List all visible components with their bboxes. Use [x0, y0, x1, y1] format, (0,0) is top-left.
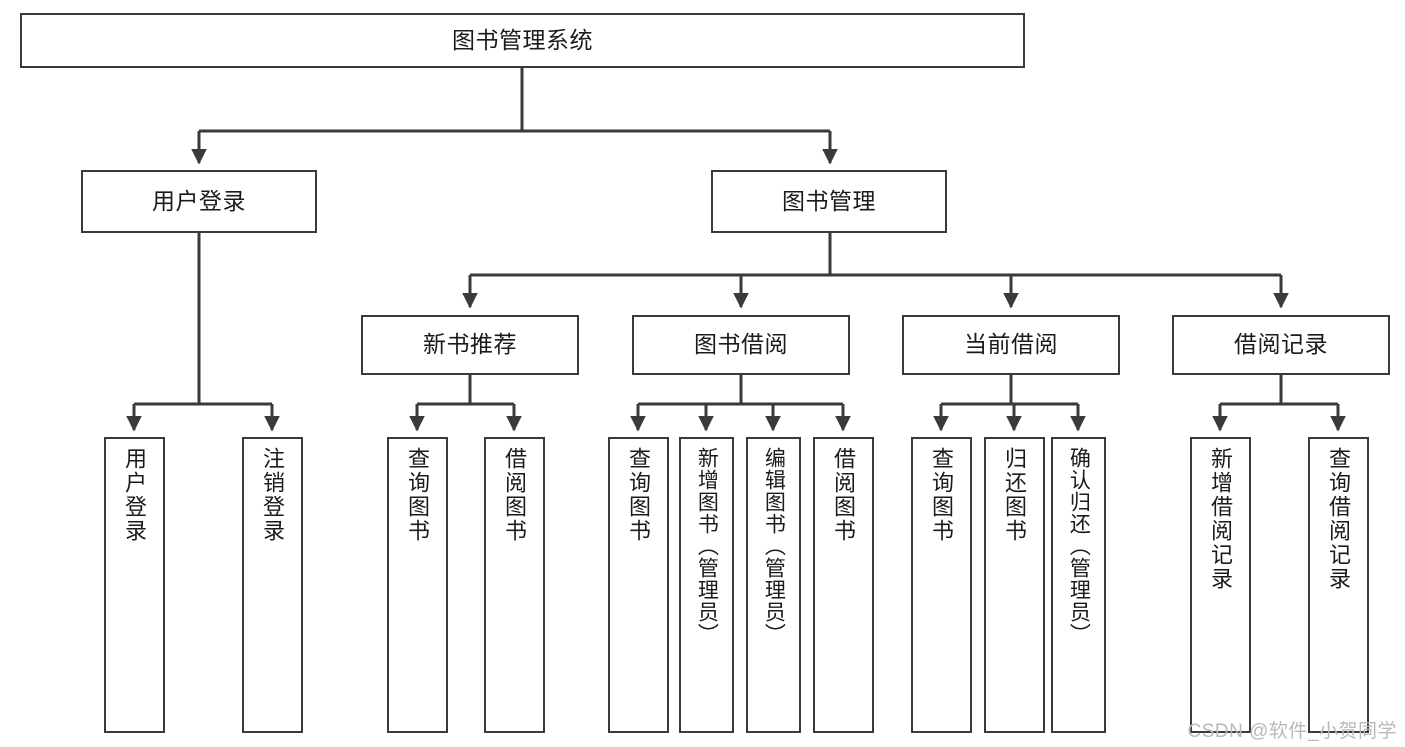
node-user-login[interactable]: 用户登录 — [81, 170, 317, 233]
node-leaf-query-book-3-label: 查询图书 — [929, 447, 955, 543]
node-leaf-logout[interactable]: 注销登录 — [242, 437, 303, 733]
node-leaf-user-login-label: 用户登录 — [122, 447, 148, 543]
node-leaf-borrow-book-2-label: 借阅图书 — [831, 447, 857, 543]
node-leaf-add-record[interactable]: 新增借阅记录 — [1190, 437, 1251, 733]
node-leaf-borrow-book-1[interactable]: 借阅图书 — [484, 437, 545, 733]
node-leaf-query-record-label: 查询借阅记录 — [1326, 447, 1352, 591]
node-leaf-return-book[interactable]: 归还图书 — [984, 437, 1045, 733]
node-book-borrow-label: 图书借阅 — [694, 331, 788, 358]
node-leaf-add-record-label: 新增借阅记录 — [1208, 447, 1234, 591]
node-leaf-query-book-2[interactable]: 查询图书 — [608, 437, 669, 733]
node-leaf-logout-label: 注销登录 — [260, 447, 286, 543]
node-root-label: 图书管理系统 — [452, 26, 593, 53]
node-leaf-confirm-return-label: 确认归还（管理员） — [1067, 447, 1091, 645]
node-leaf-confirm-return[interactable]: 确认归还（管理员） — [1051, 437, 1106, 733]
node-current-borrow[interactable]: 当前借阅 — [902, 315, 1120, 375]
node-leaf-return-book-label: 归还图书 — [1002, 447, 1028, 543]
node-new-book-recommend-label: 新书推荐 — [423, 331, 517, 358]
node-book-borrow[interactable]: 图书借阅 — [632, 315, 850, 375]
node-borrow-record[interactable]: 借阅记录 — [1172, 315, 1390, 375]
node-book-manage-label: 图书管理 — [782, 187, 876, 214]
node-new-book-recommend[interactable]: 新书推荐 — [361, 315, 579, 375]
node-current-borrow-label: 当前借阅 — [964, 331, 1058, 358]
node-leaf-borrow-book-2[interactable]: 借阅图书 — [813, 437, 874, 733]
node-leaf-query-book-1[interactable]: 查询图书 — [387, 437, 448, 733]
node-leaf-edit-book-label: 编辑图书（管理员） — [762, 447, 786, 645]
node-leaf-add-book[interactable]: 新增图书（管理员） — [679, 437, 734, 733]
node-leaf-query-record[interactable]: 查询借阅记录 — [1308, 437, 1369, 733]
node-root-system[interactable]: 图书管理系统 — [20, 13, 1025, 68]
node-leaf-user-login[interactable]: 用户登录 — [104, 437, 165, 733]
node-leaf-query-book-3[interactable]: 查询图书 — [911, 437, 972, 733]
node-book-manage[interactable]: 图书管理 — [711, 170, 947, 233]
node-leaf-query-book-1-label: 查询图书 — [405, 447, 431, 543]
watermark: CSDN @软件_小贺同学 — [1187, 721, 1397, 742]
node-leaf-borrow-book-1-label: 借阅图书 — [502, 447, 528, 543]
node-borrow-record-label: 借阅记录 — [1234, 331, 1328, 358]
node-leaf-add-book-label: 新增图书（管理员） — [695, 447, 719, 645]
node-leaf-edit-book[interactable]: 编辑图书（管理员） — [746, 437, 801, 733]
node-user-login-label: 用户登录 — [152, 187, 246, 214]
node-leaf-query-book-2-label: 查询图书 — [626, 447, 652, 543]
